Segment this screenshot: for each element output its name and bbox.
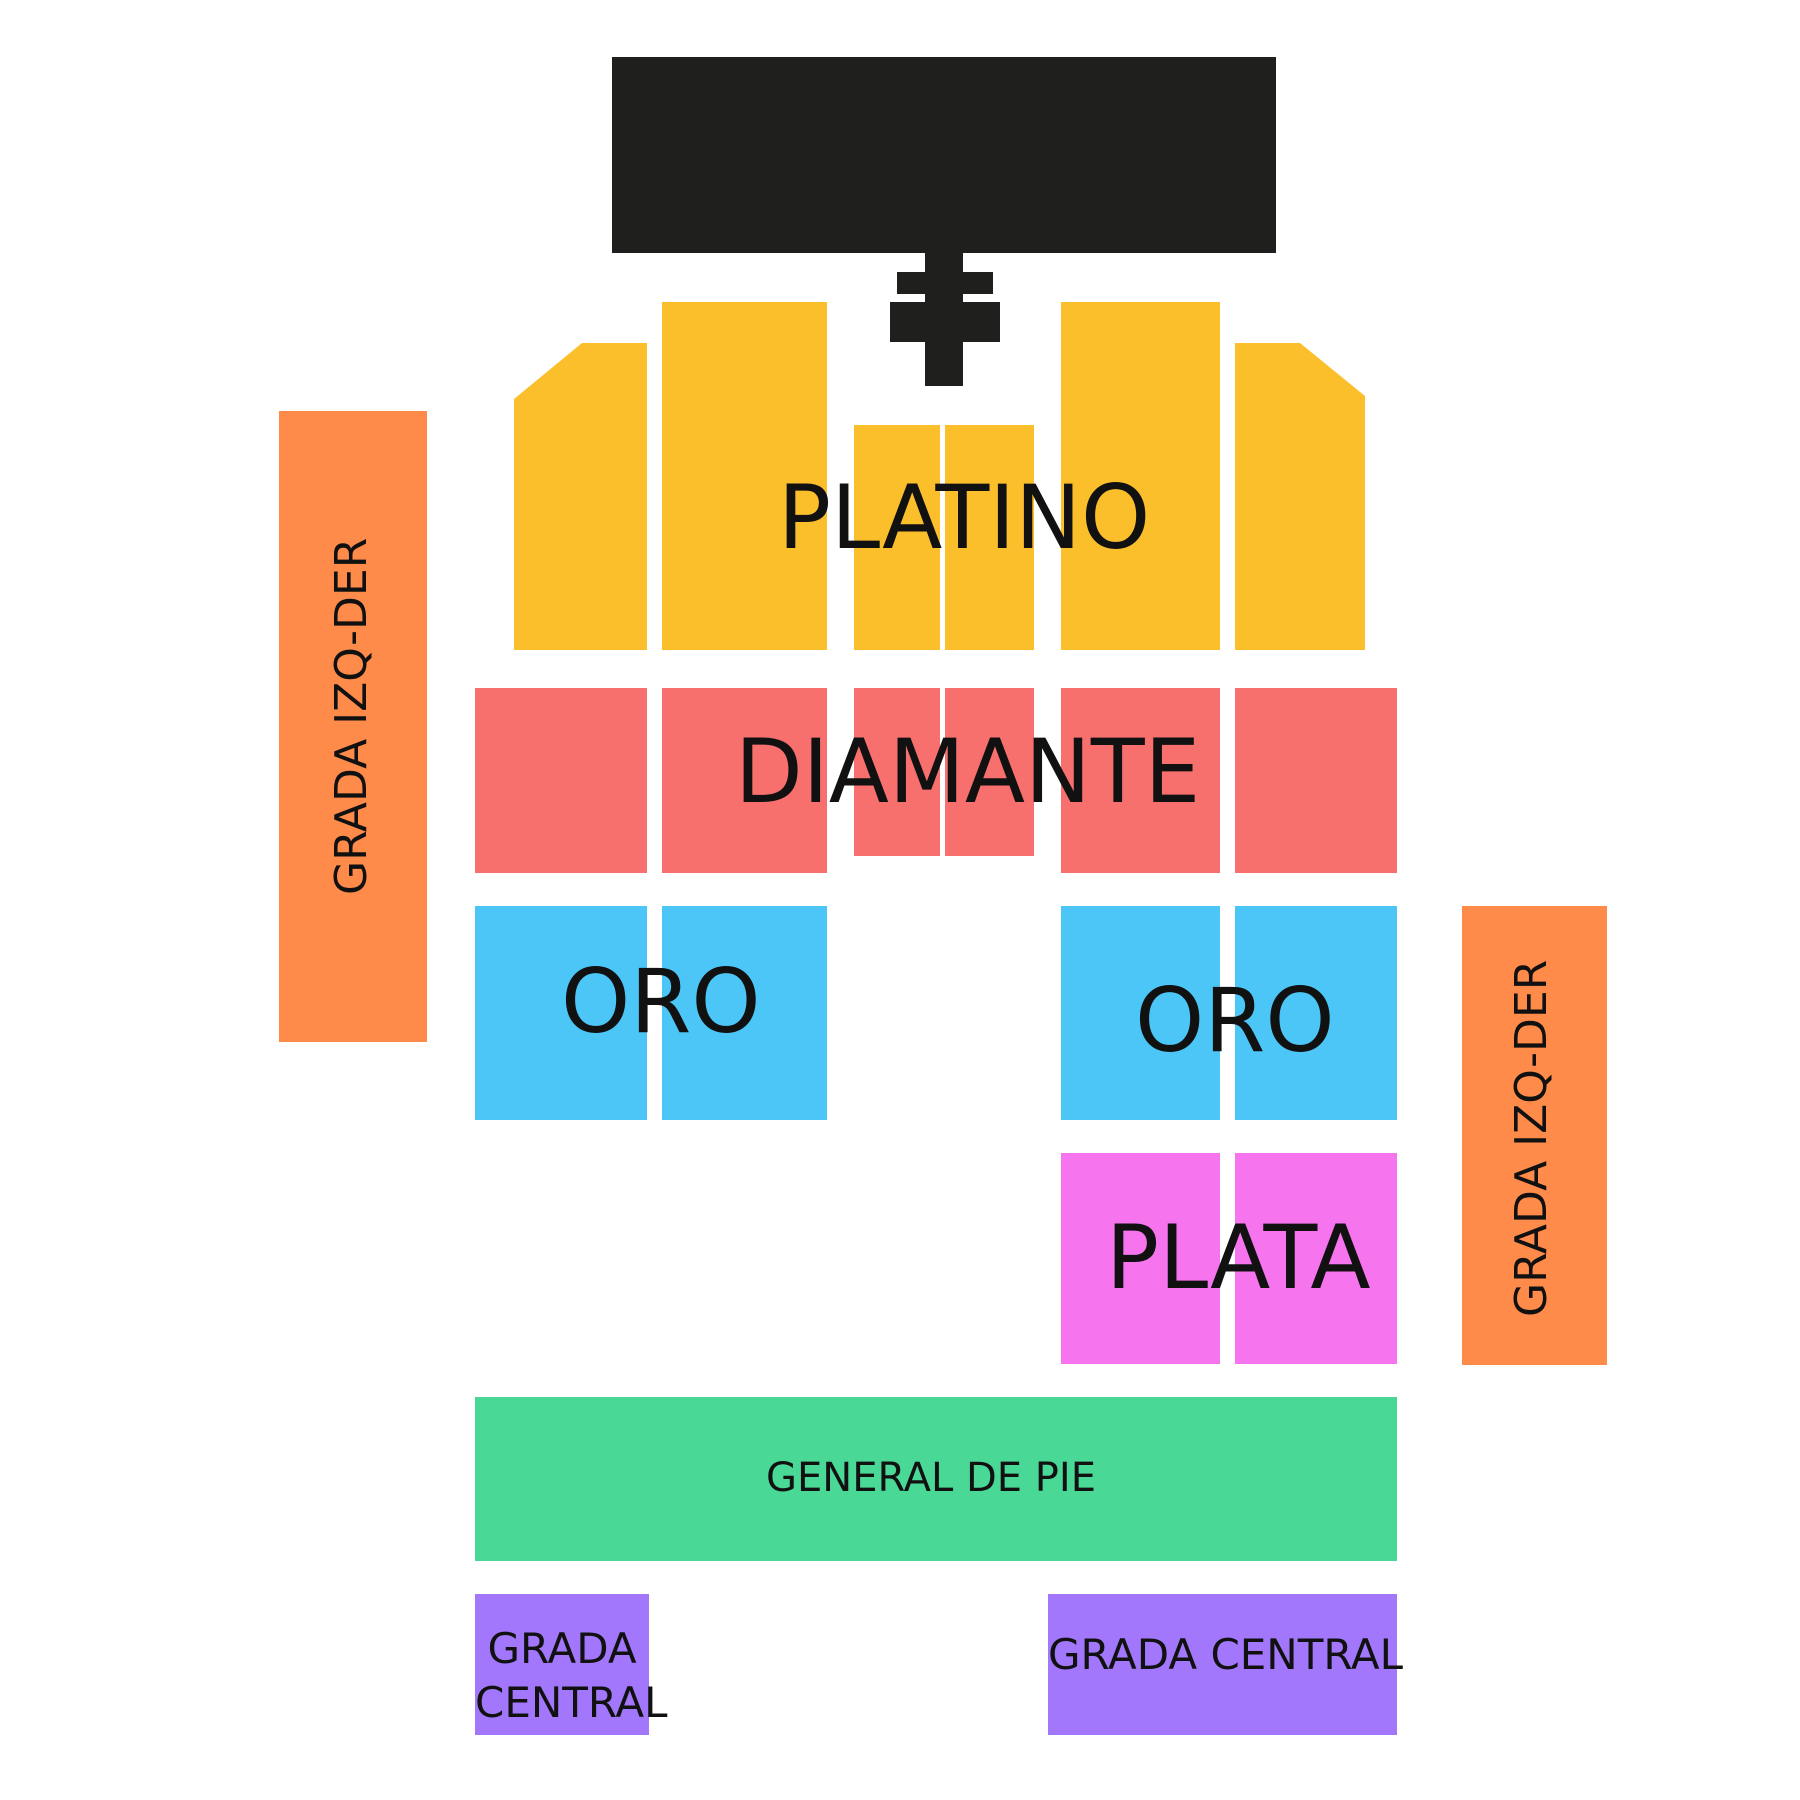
oro-right-block-1[interactable]: [1061, 906, 1220, 1120]
stage: [612, 57, 1276, 253]
grada-izq-der-right-label: GRADA IZQ-DER: [1506, 959, 1557, 1317]
grada-central-right-label: GRADA CENTRAL: [1048, 1630, 1403, 1679]
platino-block-2[interactable]: [662, 302, 827, 650]
grada-central-left-label: GRADA CENTRAL: [475, 1624, 668, 1727]
plata-block-1[interactable]: [1061, 1153, 1220, 1364]
grada-central-left-line1: GRADA: [487, 1624, 637, 1673]
oro-right-label: ORO: [1135, 969, 1335, 1072]
platino-block-1[interactable]: [514, 343, 647, 650]
platino-section[interactable]: [514, 302, 1365, 650]
diamante-label: DIAMANTE: [735, 720, 1201, 823]
diamante-block-2[interactable]: [662, 688, 827, 873]
oro-right-block-2[interactable]: [1235, 906, 1397, 1120]
grada-central-left-line2: CENTRAL: [475, 1678, 668, 1727]
grada-central-right-section[interactable]: [1048, 1594, 1397, 1735]
diamante-block-1[interactable]: [475, 688, 647, 873]
plata-label: PLATA: [1106, 1206, 1371, 1309]
diamante-block-6[interactable]: [1235, 688, 1397, 873]
diamante-block-5[interactable]: [1061, 688, 1220, 873]
diamante-block-3[interactable]: [854, 688, 940, 856]
grada-central-left-section[interactable]: [475, 1594, 649, 1735]
oro-left-label: ORO: [561, 950, 761, 1053]
diamante-section[interactable]: [475, 688, 1397, 873]
diamante-block-4[interactable]: [945, 688, 1034, 856]
platino-block-6[interactable]: [1235, 343, 1365, 650]
general-de-pie-section[interactable]: [475, 1397, 1397, 1561]
oro-left-block-2[interactable]: [662, 906, 827, 1120]
general-de-pie-label: GENERAL DE PIE: [766, 1455, 1096, 1501]
plata-section[interactable]: [1061, 1153, 1397, 1364]
platino-block-3[interactable]: [854, 425, 940, 650]
oro-left-block-1[interactable]: [475, 906, 647, 1120]
platino-block-5[interactable]: [1061, 302, 1220, 650]
runway: [890, 253, 1000, 386]
platino-label: PLATINO: [778, 466, 1151, 569]
platino-block-4[interactable]: [945, 425, 1034, 650]
plata-block-2[interactable]: [1235, 1153, 1397, 1364]
grada-izq-der-left-label: GRADA IZQ-DER: [326, 537, 377, 895]
grada-izq-der-right-section[interactable]: [1462, 906, 1607, 1365]
oro-section[interactable]: [475, 906, 1397, 1120]
grada-izq-der-left-section[interactable]: [279, 411, 427, 1042]
